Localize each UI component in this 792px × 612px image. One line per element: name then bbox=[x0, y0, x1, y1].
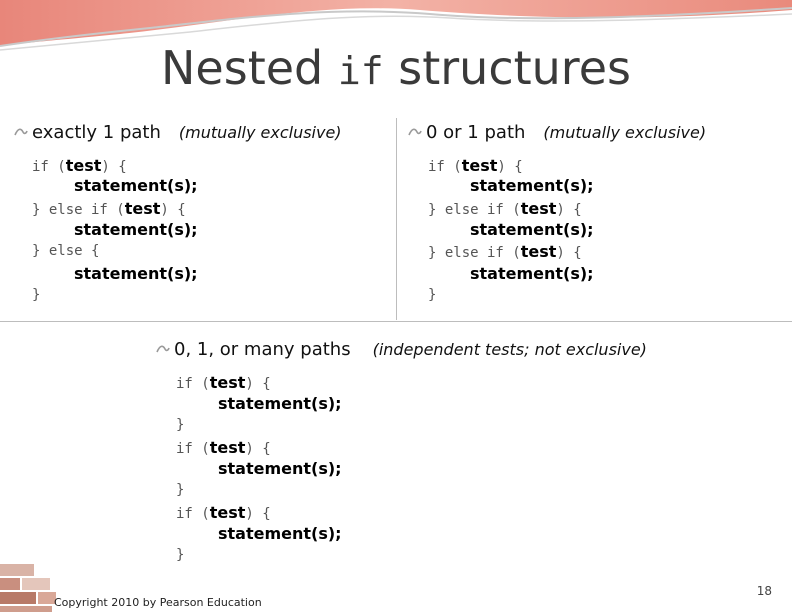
code-line: if (test) { bbox=[32, 156, 127, 175]
code-line: } bbox=[32, 287, 41, 303]
code-line: statement(s); bbox=[470, 264, 594, 283]
code-line: } bbox=[176, 547, 185, 563]
code-line: statement(s); bbox=[74, 220, 198, 239]
copyright-text: Copyright 2010 by Pearson Education bbox=[54, 596, 262, 609]
bottom-heading-text: 0, 1, or many paths bbox=[174, 339, 351, 360]
right-heading: 0 or 1 path (mutually exclusive) bbox=[408, 122, 706, 143]
bricks-icon bbox=[0, 564, 56, 612]
code-line: if (test) { bbox=[176, 438, 271, 457]
title-code: if bbox=[337, 49, 384, 93]
code-line: statement(s); bbox=[74, 264, 198, 283]
code-line: statement(s); bbox=[218, 394, 342, 413]
code-line: } bbox=[176, 482, 185, 498]
horizontal-divider bbox=[0, 321, 792, 322]
vertical-divider bbox=[396, 118, 397, 320]
right-code-block: if (test) { statement(s); } else if (tes… bbox=[428, 156, 594, 303]
page-number: 18 bbox=[756, 584, 772, 598]
code-line: } bbox=[428, 287, 437, 303]
code-line: statement(s); bbox=[470, 176, 594, 195]
code-line: } else if (test) { bbox=[32, 199, 186, 218]
wave-bullet-icon bbox=[14, 128, 28, 136]
left-heading-text: exactly 1 path bbox=[32, 122, 161, 143]
code-line: } else { bbox=[32, 243, 100, 259]
slide-title: Nested if structures bbox=[0, 38, 792, 101]
bottom-heading: 0, 1, or many paths (independent tests; n… bbox=[156, 339, 647, 360]
code-line: statement(s); bbox=[218, 524, 342, 543]
title-text-end: structures bbox=[383, 41, 631, 95]
wave-bullet-icon bbox=[408, 128, 422, 136]
code-line: statement(s); bbox=[218, 459, 342, 478]
code-line: } else if (test) { bbox=[428, 199, 582, 218]
bottom-note: (independent tests; not exclusive) bbox=[372, 340, 647, 359]
code-line: } else if (test) { bbox=[428, 242, 582, 261]
code-line: if (test) { bbox=[176, 373, 271, 392]
code-line: statement(s); bbox=[74, 176, 198, 195]
right-note: (mutually exclusive) bbox=[543, 123, 707, 142]
left-code-block: if (test) { statement(s); } else if (tes… bbox=[32, 156, 198, 303]
code-line: if (test) { bbox=[176, 503, 271, 522]
code-line: } bbox=[176, 417, 185, 433]
bottom-code-block: if (test) { statement(s); } if (test) { … bbox=[176, 373, 342, 563]
left-note: (mutually exclusive) bbox=[178, 123, 342, 142]
left-heading: exactly 1 path (mutually exclusive) bbox=[14, 122, 342, 143]
code-line: if (test) { bbox=[428, 156, 523, 175]
right-heading-text: 0 or 1 path bbox=[426, 122, 526, 143]
wave-bullet-icon bbox=[156, 345, 170, 353]
header-banner bbox=[0, 0, 792, 51]
code-line: statement(s); bbox=[470, 220, 594, 239]
title-text-start: Nested bbox=[161, 41, 338, 95]
